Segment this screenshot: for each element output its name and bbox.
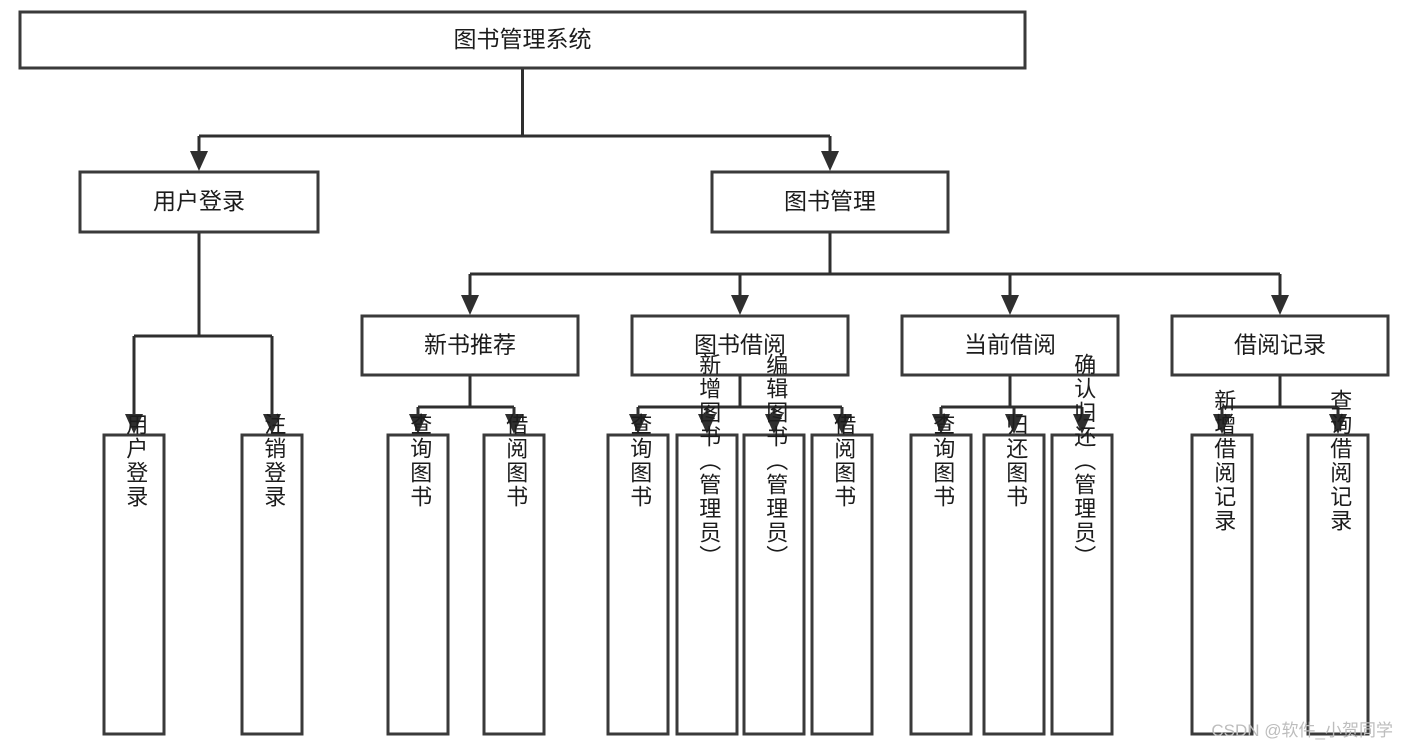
node-book-borrow[interactable]: 图书借阅	[630, 314, 850, 377]
node-box-leaf-borrow-book-2[interactable]	[810, 433, 874, 736]
arrow-head-leaf-borrow-book-1	[505, 414, 523, 434]
node-label-leaf-borrow-book-1: 借阅图书	[503, 413, 528, 509]
node-book-manage[interactable]: 图书管理	[710, 170, 950, 234]
arrow-head-leaf-user-logout	[263, 414, 281, 434]
arrow-head-book-manage	[821, 151, 839, 171]
arrow-head-leaf-query-book-2	[629, 414, 647, 434]
node-leaf-add-borrow-record[interactable]: 新增借阅记录	[1190, 389, 1254, 736]
node-label-leaf-user-logout: 注销登录	[261, 413, 286, 509]
node-label-leaf-user-login: 用户登录	[123, 413, 148, 509]
node-box-current-borrow[interactable]	[900, 314, 1120, 377]
node-label-leaf-edit-book-admin: 编辑图书（管理员）	[763, 353, 788, 569]
node-box-leaf-query-book-3[interactable]	[909, 433, 973, 736]
arrow-head-book-borrow	[731, 295, 749, 315]
node-label-leaf-borrow-book-2: 借阅图书	[831, 413, 856, 509]
node-root[interactable]: 图书管理系统	[18, 10, 1027, 70]
node-label-leaf-return-book: 归还图书	[1003, 413, 1028, 509]
arrow-head-leaf-query-book-1	[409, 414, 427, 434]
node-label-borrow-record: 借阅记录	[1234, 332, 1326, 358]
node-leaf-borrow-book-2[interactable]: 借阅图书	[810, 413, 874, 736]
node-leaf-confirm-return-admin[interactable]: 确认归还（管理员）	[1050, 353, 1114, 736]
connector-layer	[125, 68, 1347, 434]
node-user-login[interactable]: 用户登录	[78, 170, 320, 234]
arrow-head-leaf-confirm-return-admin	[1073, 414, 1091, 434]
node-current-borrow[interactable]: 当前借阅	[900, 314, 1120, 377]
arrow-head-current-borrow	[1001, 295, 1019, 315]
node-label-leaf-query-borrow-record: 查询借阅记录	[1327, 389, 1352, 533]
node-box-leaf-add-borrow-record[interactable]	[1190, 433, 1254, 736]
node-label-book-borrow: 图书借阅	[694, 332, 786, 358]
node-label-current-borrow: 当前借阅	[964, 332, 1056, 358]
node-box-new-book-recommend[interactable]	[360, 314, 580, 377]
arrow-head-leaf-borrow-book-2	[833, 414, 851, 434]
arrow-head-leaf-user-login	[125, 414, 143, 434]
node-box-user-login[interactable]	[78, 170, 320, 234]
arrow-head-new-book-recommend	[461, 295, 479, 315]
arrow-head-leaf-add-borrow-record	[1213, 414, 1231, 434]
node-box-book-manage[interactable]	[710, 170, 950, 234]
node-leaf-query-book-2[interactable]: 查询图书	[606, 413, 670, 736]
node-leaf-borrow-book-1[interactable]: 借阅图书	[482, 413, 546, 736]
node-box-leaf-user-login[interactable]	[102, 433, 166, 736]
node-leaf-query-borrow-record[interactable]: 查询借阅记录	[1306, 389, 1370, 736]
arrow-head-borrow-record	[1271, 295, 1289, 315]
node-box-leaf-return-book[interactable]	[982, 433, 1046, 736]
node-leaf-query-book-1[interactable]: 查询图书	[386, 413, 450, 736]
node-box-leaf-borrow-book-1[interactable]	[482, 433, 546, 736]
node-box-leaf-query-borrow-record[interactable]	[1306, 433, 1370, 736]
node-leaf-return-book[interactable]: 归还图书	[982, 413, 1046, 736]
node-box-root[interactable]	[18, 10, 1027, 70]
node-label-leaf-confirm-return-admin: 确认归还（管理员）	[1071, 353, 1096, 569]
arrow-head-leaf-return-book	[1005, 414, 1023, 434]
node-label-leaf-query-book-3: 查询图书	[930, 413, 955, 509]
node-leaf-edit-book-admin[interactable]: 编辑图书（管理员）	[742, 353, 806, 736]
node-label-leaf-query-book-1: 查询图书	[407, 413, 432, 509]
node-box-leaf-add-book-admin[interactable]	[675, 433, 739, 736]
node-leaf-user-login[interactable]: 用户登录	[102, 413, 166, 736]
node-new-book-recommend[interactable]: 新书推荐	[360, 314, 580, 377]
arrow-head-leaf-edit-book-admin	[765, 414, 783, 434]
node-box-leaf-query-book-2[interactable]	[606, 433, 670, 736]
arrow-head-leaf-add-book-admin	[698, 414, 716, 434]
arrow-head-user-login	[190, 151, 208, 171]
node-box-leaf-confirm-return-admin[interactable]	[1050, 433, 1114, 736]
node-label-leaf-add-borrow-record: 新增借阅记录	[1211, 389, 1236, 533]
node-box-leaf-user-logout[interactable]	[240, 433, 304, 736]
arrow-head-leaf-query-borrow-record	[1329, 414, 1347, 434]
arrow-head-leaf-query-book-3	[932, 414, 950, 434]
node-box-leaf-edit-book-admin[interactable]	[742, 433, 806, 736]
node-label-root: 图书管理系统	[454, 26, 592, 52]
node-box-book-borrow[interactable]	[630, 314, 850, 377]
node-label-leaf-query-book-2: 查询图书	[627, 413, 652, 509]
node-box-leaf-query-book-1[interactable]	[386, 433, 450, 736]
node-leaf-user-logout[interactable]: 注销登录	[240, 413, 304, 736]
node-box-borrow-record[interactable]	[1170, 314, 1390, 377]
node-borrow-record[interactable]: 借阅记录	[1170, 314, 1390, 377]
node-label-book-manage: 图书管理	[784, 188, 876, 214]
node-label-new-book-recommend: 新书推荐	[424, 332, 516, 358]
node-leaf-query-book-3[interactable]: 查询图书	[909, 413, 973, 736]
node-leaf-add-book-admin[interactable]: 新增图书（管理员）	[675, 353, 739, 736]
node-layer: 图书管理系统用户登录图书管理新书推荐图书借阅当前借阅借阅记录用户登录注销登录查询…	[18, 10, 1390, 736]
node-label-leaf-add-book-admin: 新增图书（管理员）	[696, 353, 721, 569]
node-label-user-login: 用户登录	[153, 188, 245, 214]
